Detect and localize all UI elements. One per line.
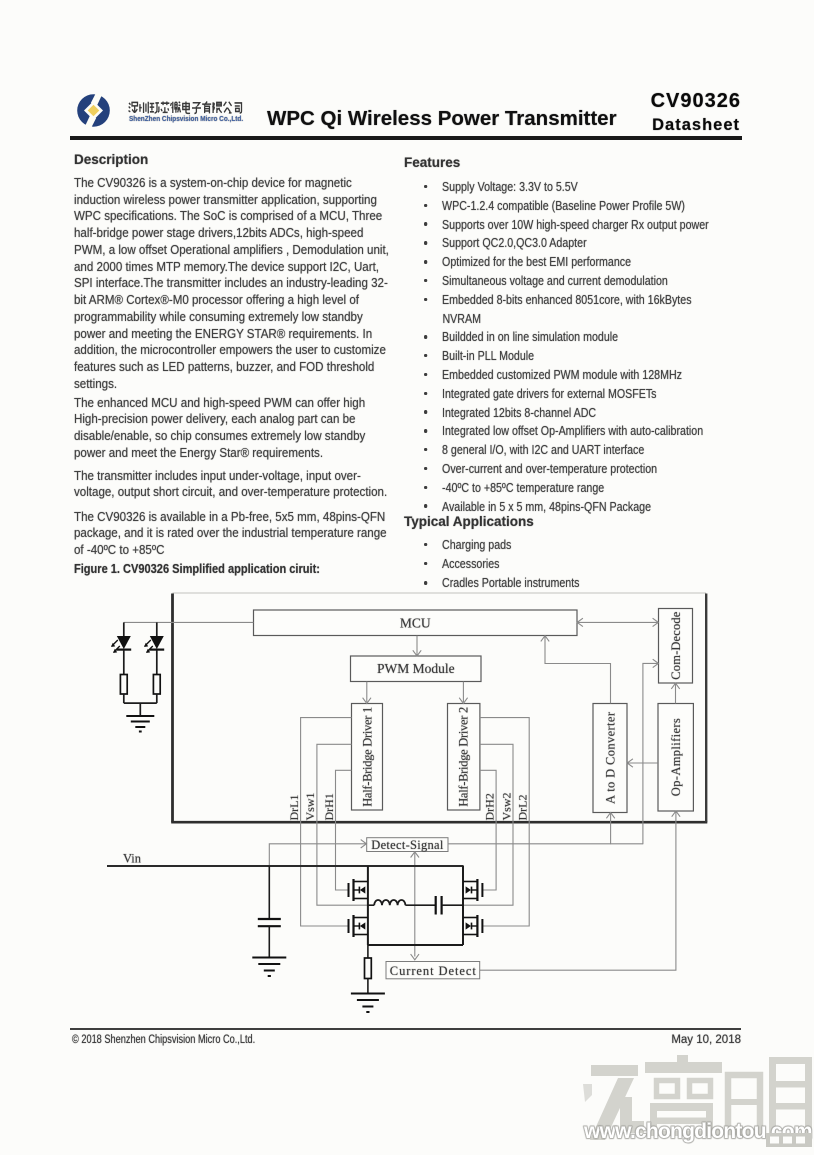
svg-text:Com-Decode: Com-Decode bbox=[669, 611, 683, 679]
svg-text:MCU: MCU bbox=[400, 615, 431, 630]
svg-text:PWM Module: PWM Module bbox=[377, 661, 455, 676]
svg-text:Vsw2: Vsw2 bbox=[499, 792, 513, 820]
svg-text:A to D Converter: A to D Converter bbox=[604, 711, 618, 804]
svg-text:Half-Bridge Driver 1: Half-Bridge Driver 1 bbox=[360, 707, 374, 807]
svg-text:Detect-Signal: Detect-Signal bbox=[371, 838, 444, 852]
svg-text:Op-Amplifiers: Op-Amplifiers bbox=[669, 718, 683, 796]
svg-text:Current Detect: Current Detect bbox=[390, 964, 477, 978]
svg-text:DrL1: DrL1 bbox=[287, 795, 301, 821]
svg-text:DrH2: DrH2 bbox=[482, 793, 496, 820]
svg-text:Vsw1: Vsw1 bbox=[303, 792, 317, 820]
svg-text:Vin: Vin bbox=[123, 852, 142, 866]
svg-text:Half-Bridge Driver 2: Half-Bridge Driver 2 bbox=[457, 707, 471, 807]
svg-text:DrH1: DrH1 bbox=[322, 793, 336, 820]
svg-text:DrL2: DrL2 bbox=[516, 795, 530, 821]
